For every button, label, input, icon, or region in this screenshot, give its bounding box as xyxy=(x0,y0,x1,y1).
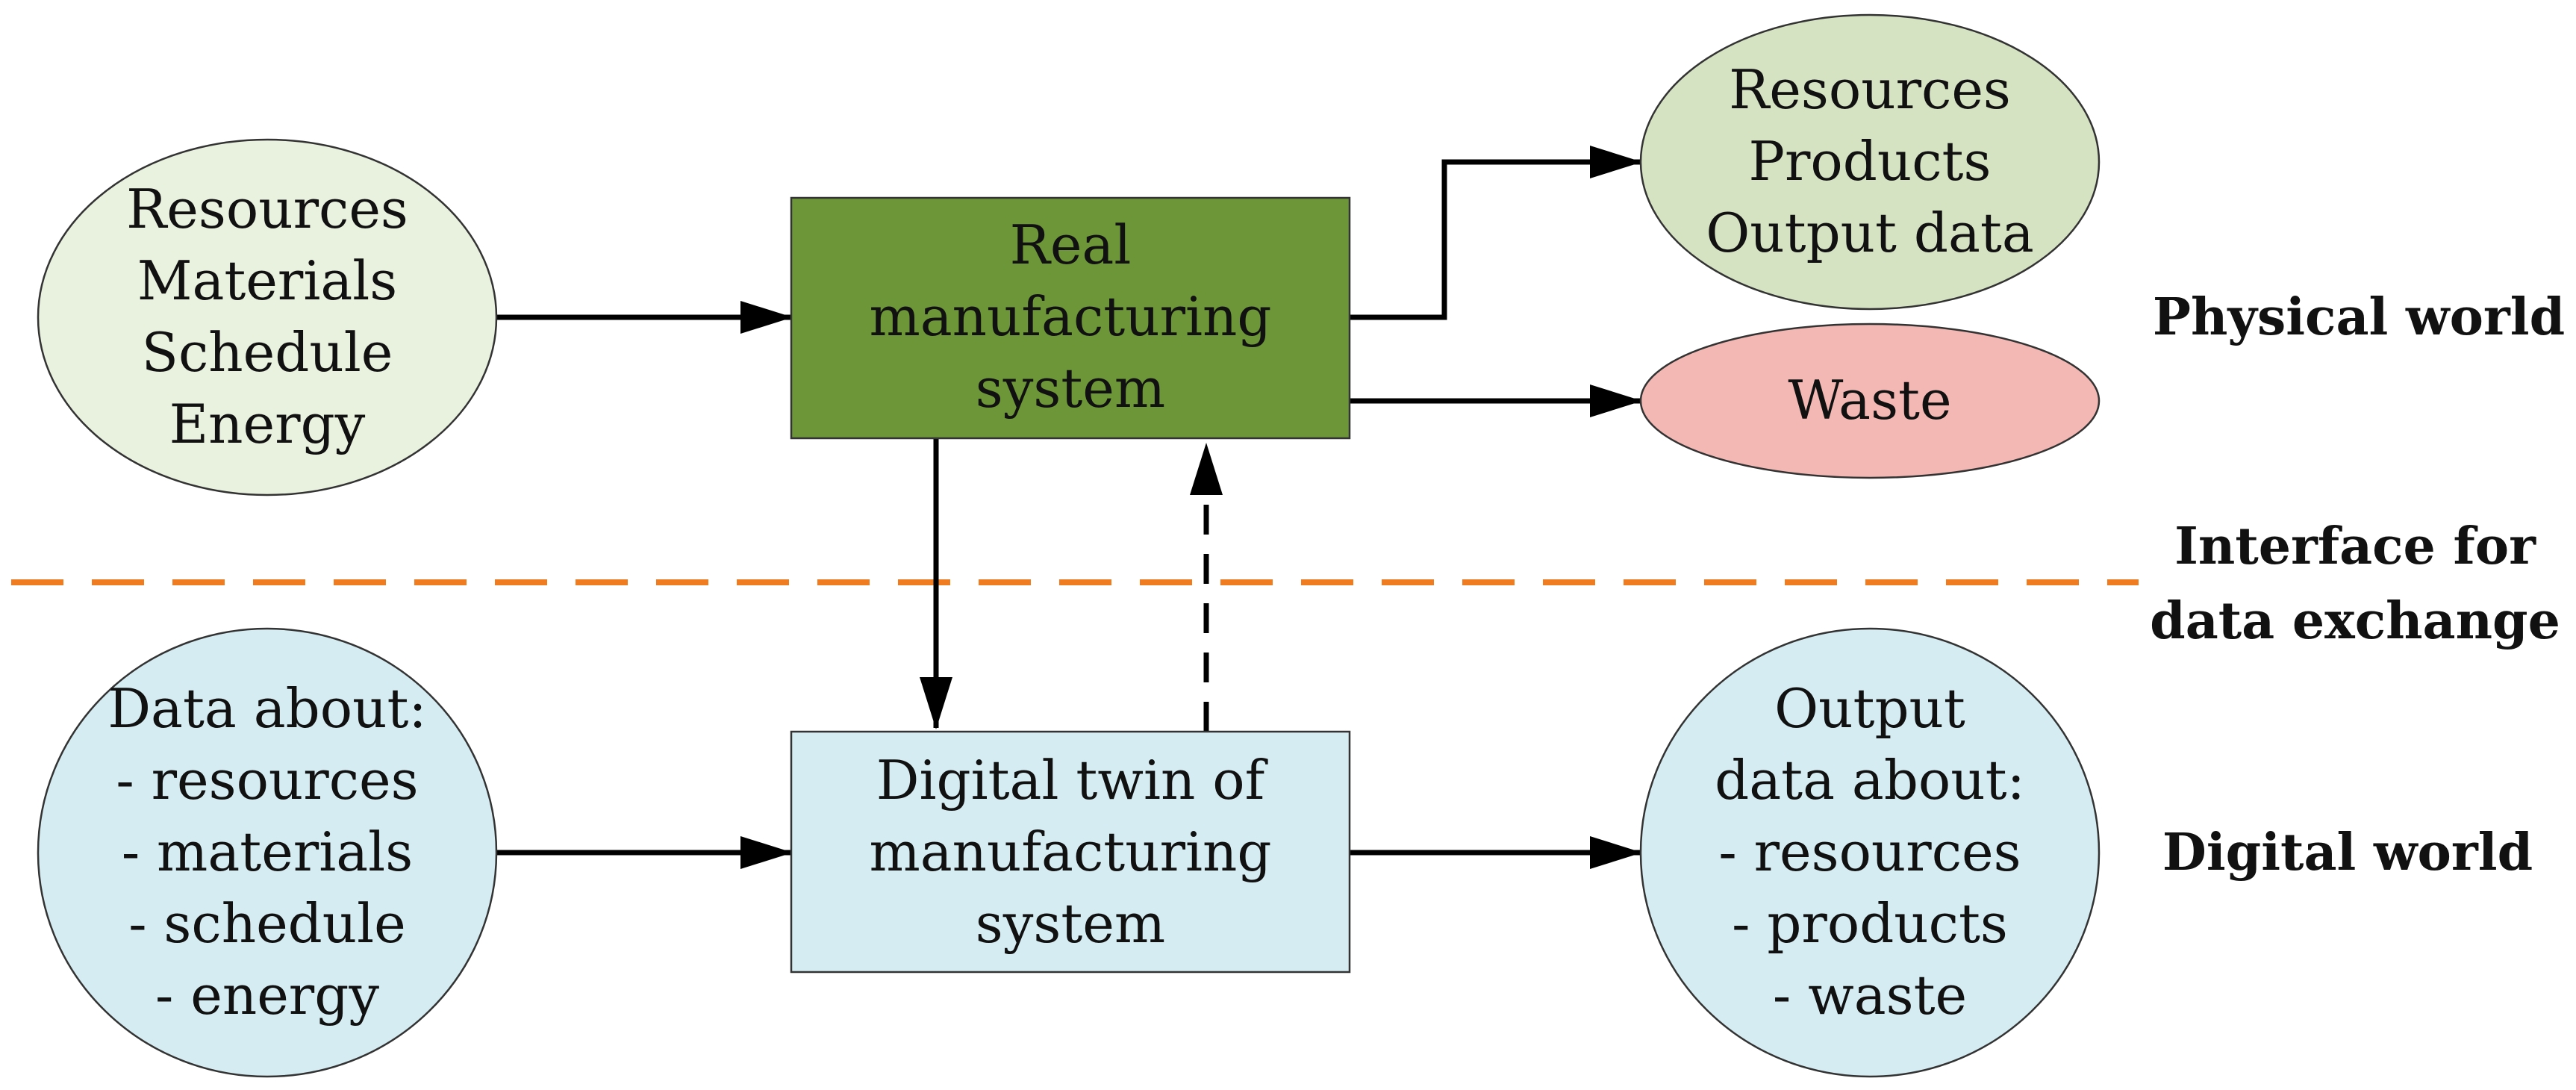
node-label-line: Energy xyxy=(169,393,366,455)
node-label-line: Waste xyxy=(1788,369,1951,432)
digital-inputs-circle xyxy=(37,627,498,1078)
node-label-line: Digital twin of xyxy=(876,749,1268,812)
physical-inputs-ellipse xyxy=(37,138,498,496)
node-label-line: manufacturing xyxy=(869,285,1271,348)
node-label-line: Real xyxy=(1010,214,1132,276)
physical-outputs-ellipse xyxy=(1639,13,2101,311)
node-label-line: system xyxy=(976,357,1165,420)
digital-twin-label: Digital twin of manufacturing system xyxy=(869,749,1271,955)
physical-world-label: Physical world xyxy=(2153,287,2565,347)
node-label-line: - energy xyxy=(155,964,379,1027)
node-label-line: Resources xyxy=(1729,58,2011,121)
waste-ellipse xyxy=(1639,323,2101,479)
node-label-line: - materials xyxy=(122,820,413,883)
digital-inputs-label: Data about: - resources - materials - sched… xyxy=(107,677,426,1027)
node-label-line: Schedule xyxy=(142,321,393,384)
digital-world-label: Digital world xyxy=(2162,823,2533,882)
node-label-line: - resources xyxy=(116,749,418,812)
node-label-line: - waste xyxy=(1773,964,1967,1027)
waste-label: Waste xyxy=(1788,369,1951,432)
real-system-label: Real manufacturing system xyxy=(869,214,1271,420)
node-label-line: Output xyxy=(1774,677,1965,740)
node-label-line: Data about: xyxy=(107,677,426,740)
interface-label-line2: data exchange xyxy=(2150,591,2560,651)
digital-outputs-label: Output data about: - resources - products - … xyxy=(1715,677,2025,1027)
node-label-line: - resources xyxy=(1718,820,2021,883)
node-label-line: manufacturing xyxy=(869,820,1271,883)
node-label-line: Materials xyxy=(137,249,398,312)
node-label-line: - products xyxy=(1732,892,2008,955)
node-label-line: Resources xyxy=(126,178,408,240)
node-label-line: Products xyxy=(1749,130,1992,193)
edge-real-system-to-physical-outputs xyxy=(1350,146,1642,320)
node-label-line: data about: xyxy=(1715,749,2025,812)
node-label-line: Output data xyxy=(1706,202,2034,264)
node-label-line: - schedule xyxy=(128,892,406,955)
digital-twin-box xyxy=(790,730,1351,974)
node-label-line: system xyxy=(976,892,1165,955)
real-system-box xyxy=(790,196,1351,440)
digital-outputs-circle xyxy=(1639,627,2101,1078)
interface-label-line1: Interface for xyxy=(2174,517,2536,576)
